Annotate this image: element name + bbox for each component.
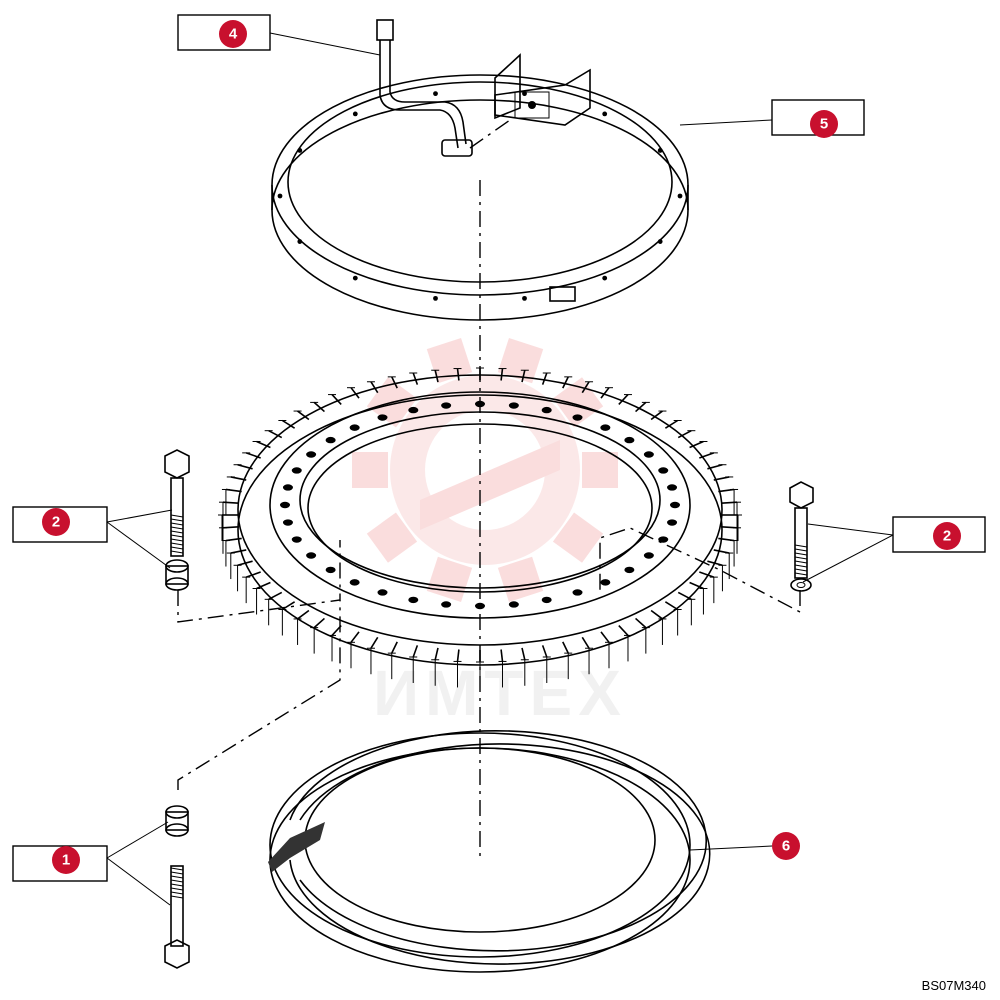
callout-2-right-number: 2 [943,528,951,545]
slewing-ring-gear [218,367,742,688]
callout-1-number: 1 [62,852,70,869]
watermark-text: ИМТЕХ [373,657,627,729]
grease-pipe [376,19,511,157]
callout-2-left-number: 2 [52,514,60,531]
callout-4-number: 4 [229,26,238,43]
leader-lines [106,32,894,906]
watermark-logo: ИМТЕХ [352,337,627,729]
callout-5-number: 5 [820,116,828,133]
lower-seal-ring [268,730,711,973]
drawing-code: BS07M340 [922,978,986,993]
callout-6-number: 6 [782,838,790,855]
bolt-right [789,481,814,592]
callout-5[interactable]: 5 [771,99,865,138]
callout-6[interactable]: 6 [772,832,800,860]
callout-1[interactable]: 1 [12,845,108,882]
bolt-lower [164,805,190,969]
callout-4[interactable]: 4 [177,14,271,51]
callout-2-left[interactable]: 2 [12,506,108,543]
bolt-left-upper [164,449,190,591]
callout-2-right[interactable]: 2 [892,516,986,553]
assembly-lines [177,527,801,790]
